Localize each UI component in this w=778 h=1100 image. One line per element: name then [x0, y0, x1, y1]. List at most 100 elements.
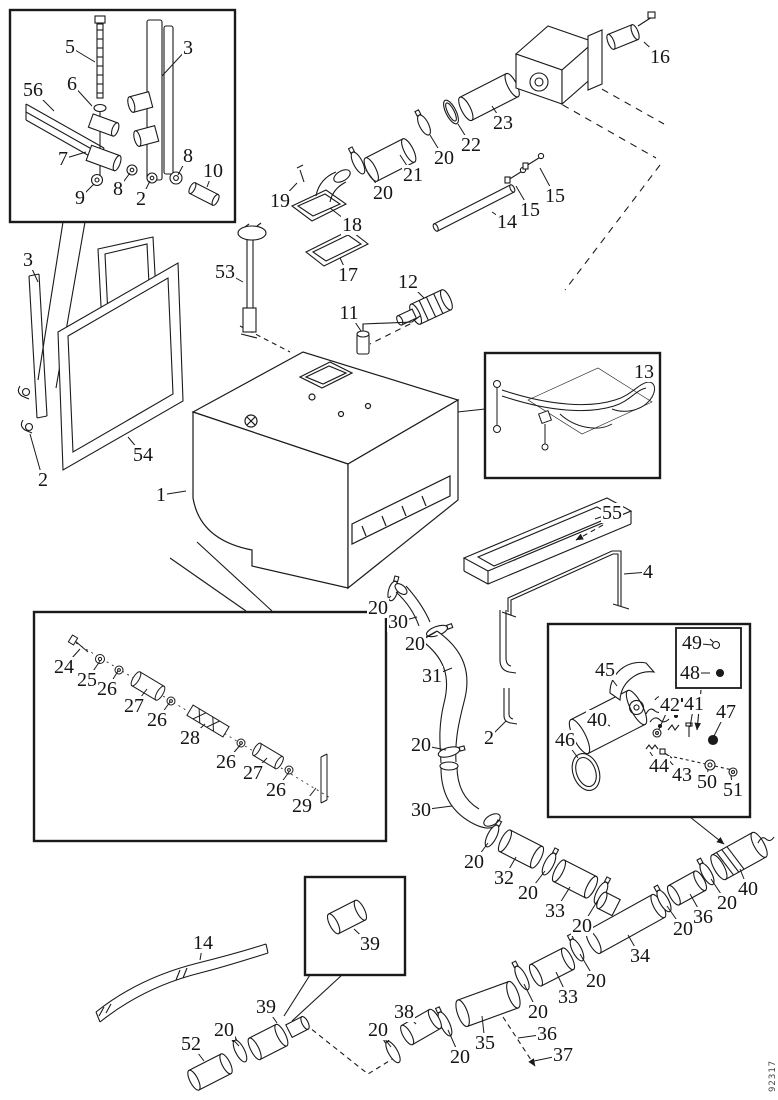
- part-label-20: 20: [585, 970, 607, 992]
- part-label-20: 20: [433, 147, 455, 169]
- part-label-2: 2: [483, 727, 495, 749]
- part-label-51: 51: [722, 779, 744, 801]
- part-label-24: 24: [53, 656, 75, 678]
- top-hose-chain: [290, 11, 656, 355]
- part-label-45: 45: [594, 659, 616, 681]
- part-label-9: 9: [74, 187, 86, 209]
- inset-box-pump-detail: [546, 622, 752, 819]
- part-label-26: 26: [265, 779, 287, 801]
- part-label-44: 44: [648, 755, 670, 777]
- drawing-code: 92317: [768, 1059, 778, 1092]
- part-label-16: 16: [649, 46, 671, 68]
- screen-frame-54: [57, 236, 184, 471]
- part-label-29: 29: [291, 795, 313, 817]
- part-label-47: 47: [715, 701, 737, 723]
- part-label-20: 20: [517, 882, 539, 904]
- middle-hoses: [387, 575, 501, 829]
- part-label-35: 35: [474, 1032, 496, 1054]
- part-label-10: 10: [202, 160, 224, 182]
- part-label-52: 52: [180, 1033, 202, 1055]
- part-label-12: 12: [397, 271, 419, 293]
- part-label-20: 20: [213, 1019, 235, 1041]
- part-label-42: 42: [659, 694, 681, 716]
- part-label-33: 33: [544, 900, 566, 922]
- part-label-11: 11: [338, 302, 360, 324]
- part-label-53: 53: [214, 261, 236, 283]
- part-label-4: 4: [642, 561, 654, 583]
- part-label-31: 31: [421, 665, 443, 687]
- part-label-2: 2: [37, 469, 49, 491]
- part-label-15: 15: [544, 185, 566, 207]
- part-label-20: 20: [410, 734, 432, 756]
- part-label-20: 20: [463, 851, 485, 873]
- part-label-54: 54: [132, 444, 154, 466]
- part-label-49: 49: [681, 632, 703, 654]
- fuel-tank: [191, 351, 460, 590]
- inset-boxes: [8, 8, 752, 977]
- part-label-20: 20: [404, 633, 426, 655]
- part-label-22: 22: [460, 134, 482, 156]
- sender-and-strip: [17, 222, 267, 434]
- inset-box-13: [483, 351, 662, 480]
- part-label-17: 17: [337, 264, 359, 286]
- part-label-26: 26: [146, 709, 168, 731]
- pickup-assembly-13: [493, 367, 655, 451]
- part-label-14: 14: [496, 211, 518, 233]
- part-label-20: 20: [372, 182, 394, 204]
- part-label-39: 39: [255, 996, 277, 1018]
- bottom-hose-chain: [382, 819, 775, 1064]
- part-label-20: 20: [571, 915, 593, 937]
- part-label-14: 14: [192, 932, 214, 954]
- part-label-26: 26: [96, 678, 118, 700]
- part-label-40: 40: [737, 878, 759, 900]
- part-label-23: 23: [492, 112, 514, 134]
- inset-box-48-49: [675, 627, 742, 689]
- part-label-8: 8: [182, 145, 194, 167]
- part-label-20: 20: [527, 1001, 549, 1023]
- part-label-40: 40: [586, 709, 608, 731]
- part-label-21: 21: [402, 164, 424, 186]
- part-label-28: 28: [179, 727, 201, 749]
- part-label-32: 32: [493, 867, 515, 889]
- part-label-41: 41: [683, 693, 705, 715]
- part-label-13: 13: [633, 361, 655, 383]
- part-label-30: 30: [387, 611, 409, 633]
- linkage-inset-parts: [67, 634, 333, 804]
- part-label-36: 36: [692, 906, 714, 928]
- part-label-55: 55: [601, 502, 623, 524]
- part-label-30: 30: [410, 799, 432, 821]
- part-label-39: 39: [359, 933, 381, 955]
- part-label-48: 48: [679, 662, 701, 684]
- part-label-43: 43: [671, 764, 693, 786]
- part-label-25: 25: [76, 669, 98, 691]
- part-label-19: 19: [269, 190, 291, 212]
- part-label-20: 20: [449, 1046, 471, 1068]
- part-label-6: 6: [66, 73, 78, 95]
- part-label-1: 1: [155, 484, 167, 506]
- bottom-left-parts: [95, 899, 368, 1091]
- frame-55-strap-4: [462, 497, 633, 725]
- part-label-8: 8: [112, 178, 124, 200]
- part-label-15: 15: [519, 199, 541, 221]
- part-label-20: 20: [716, 892, 738, 914]
- part-label-3: 3: [182, 37, 194, 59]
- part-label-38: 38: [393, 1001, 415, 1023]
- part-label-27: 27: [123, 695, 145, 717]
- part-label-27: 27: [242, 762, 264, 784]
- part-label-20: 20: [672, 918, 694, 940]
- part-label-18: 18: [341, 214, 363, 236]
- part-label-2: 2: [135, 188, 147, 210]
- inset-box-39: [303, 875, 407, 977]
- part-label-37: 37: [552, 1044, 574, 1066]
- part-label-33: 33: [557, 986, 579, 1008]
- part-label-3: 3: [22, 249, 34, 271]
- part-label-7: 7: [57, 148, 69, 170]
- part-label-34: 34: [629, 945, 651, 967]
- part-label-20: 20: [367, 597, 389, 619]
- part-label-20: 20: [367, 1019, 389, 1041]
- part-label-50: 50: [696, 771, 718, 793]
- inset-box-linkage: [32, 610, 388, 843]
